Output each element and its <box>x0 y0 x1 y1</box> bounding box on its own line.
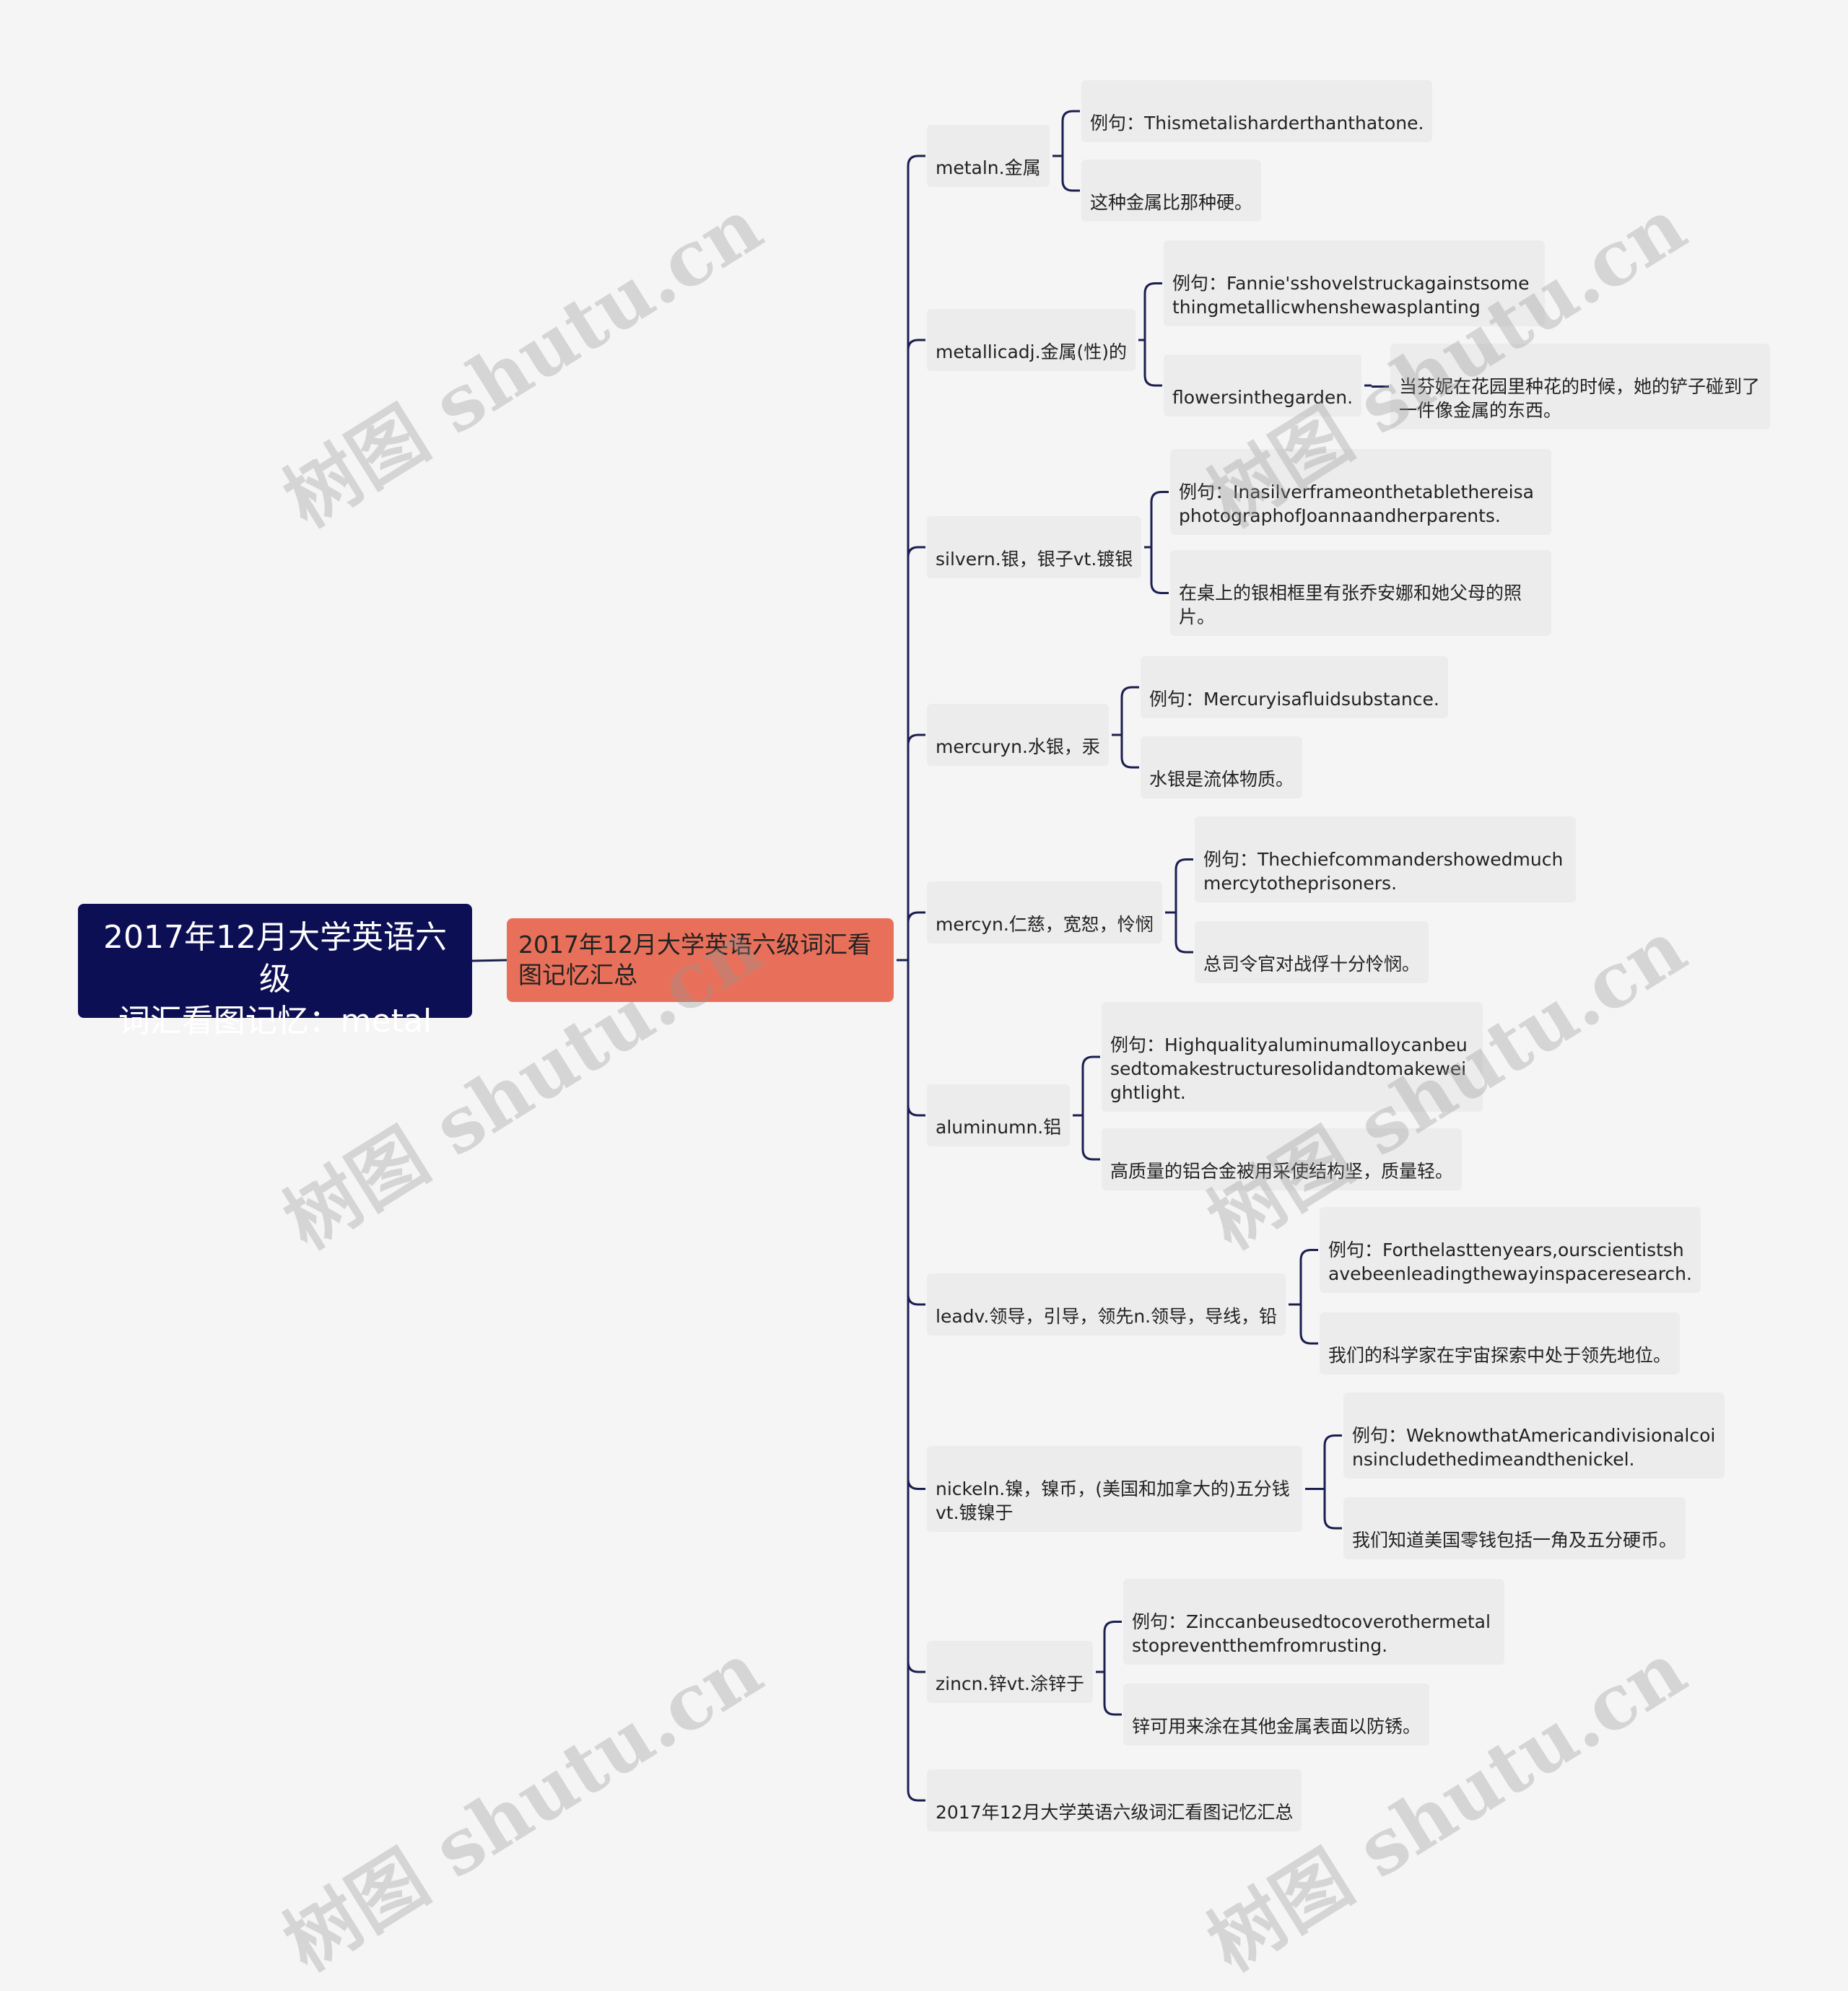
translation-mercury[interactable]: 水银是流体物质。 <box>1141 736 1303 798</box>
translation-aluminum[interactable]: 高质量的铝合金被用采使结构坚，质量轻。 <box>1102 1128 1463 1190</box>
translation-mercy[interactable]: 总司令官对战俘十分怜悯。 <box>1195 921 1429 983</box>
example-metallic-cont[interactable]: flowersinthegarden. <box>1164 354 1362 417</box>
connector-line <box>1150 547 1169 594</box>
word-node-mercury[interactable]: mercuryn.水银，汞 <box>927 704 1109 766</box>
connector-line <box>907 960 925 1117</box>
connector-line <box>1081 1055 1100 1115</box>
example-text: 例句：Fannie'sshovelstruckagainstsomethingm… <box>1172 273 1530 318</box>
translation-metal[interactable]: 这种金属比那种硬。 <box>1081 160 1262 222</box>
word-label: aluminumn.铝 <box>936 1117 1062 1138</box>
example-mercury[interactable]: 例句：Mercuryisafluidsubstance. <box>1141 656 1448 718</box>
connector-line <box>1299 1249 1318 1304</box>
word-label: metaln.金属 <box>936 157 1041 178</box>
connector-line <box>1061 156 1080 192</box>
connector-line <box>1299 1304 1318 1345</box>
translation-text: 这种金属比那种硬。 <box>1090 192 1253 213</box>
word-label: leadv.领导，引导，领先n.领导，导线，铅 <box>936 1306 1278 1327</box>
word-label: mercyn.仁慈，宽恕，怜悯 <box>936 914 1154 935</box>
connector-line <box>1150 491 1169 547</box>
example-text: 例句：Zinccanbeusedtocoverothermetalstoprev… <box>1132 1611 1491 1656</box>
connector-line <box>907 911 925 960</box>
translation-text: 我们知道美国零钱包括一角及五分硬币。 <box>1352 1530 1678 1551</box>
word-node-nickel[interactable]: nickeln.镍，镍币，(美国和加拿大的)五分钱vt.镀镍于 <box>927 1446 1302 1532</box>
subtopic-label: 2017年12月大学英语六级词汇看图记忆汇总 <box>518 931 871 989</box>
example-text: 例句：Forthelasttenyears,ourscientistshaveb… <box>1328 1240 1692 1284</box>
example-text: flowersinthegarden. <box>1172 387 1354 408</box>
example-lead[interactable]: 例句：Forthelasttenyears,ourscientistshaveb… <box>1320 1207 1701 1293</box>
connector-line <box>907 546 925 960</box>
example-metal[interactable]: 例句：Thismetalisharderthanthatone. <box>1081 80 1433 142</box>
word-node-metallic[interactable]: metallicadj.金属(性)的 <box>927 309 1136 371</box>
translation-text: 锌可用来涂在其他金属表面以防锈。 <box>1132 1716 1421 1737</box>
connector-line <box>907 154 925 960</box>
example-text: 例句：Inasilverframeonthetablethereisaphoto… <box>1179 482 1534 526</box>
translation-text: 水银是流体物质。 <box>1149 769 1294 790</box>
translation-lead[interactable]: 我们的科学家在宇宙探索中处于领先地位。 <box>1320 1312 1681 1374</box>
example-metallic[interactable]: 例句：Fannie'sshovelstruckagainstsomethingm… <box>1164 240 1545 326</box>
example-zinc[interactable]: 例句：Zinccanbeusedtocoverothermetalstoprev… <box>1123 1579 1504 1665</box>
word-node-zinc[interactable]: zincn.锌vt.涂锌于 <box>927 1641 1093 1703</box>
translation-text: 我们的科学家在宇宙探索中处于领先地位。 <box>1328 1345 1672 1366</box>
example-text: 例句：Thechiefcommandershowedmuch mercytoth… <box>1203 849 1564 894</box>
word-node-aluminum[interactable]: aluminumn.铝 <box>927 1084 1071 1146</box>
connector-line <box>1323 1489 1342 1530</box>
root-topic[interactable]: 2017年12月大学英语六级 词汇看图记忆：metal <box>78 904 472 1040</box>
word-label: metallicadj.金属(性)的 <box>936 341 1128 362</box>
word-node-mercy[interactable]: mercyn.仁慈，宽恕，怜悯 <box>927 881 1162 944</box>
translation-metallic[interactable]: 当芬妮在花园里种花的时候，她的铲子碰到了一件像金属的东西。 <box>1390 344 1770 430</box>
translation-zinc[interactable]: 锌可用来涂在其他金属表面以防锈。 <box>1123 1683 1430 1746</box>
word-label: 2017年12月大学英语六级词汇看图记忆汇总 <box>936 1802 1294 1823</box>
word-node-metal[interactable]: metaln.金属 <box>927 125 1050 187</box>
word-node-lead[interactable]: leadv.领导，引导，领先n.领导，导线，铅 <box>927 1273 1286 1336</box>
translation-silver[interactable]: 在桌上的银相框里有张乔安娜和她父母的照片。 <box>1170 550 1551 636</box>
subtopic-summary[interactable]: 2017年12月大学英语六级词汇看图记忆汇总 <box>507 918 894 1002</box>
connector-line <box>907 960 925 1802</box>
example-aluminum[interactable]: 例句：Highqualityaluminumalloycanbeusedtoma… <box>1102 1002 1483 1112</box>
connector-line <box>1061 110 1080 156</box>
translation-nickel[interactable]: 我们知道美国零钱包括一角及五分硬币。 <box>1343 1497 1686 1559</box>
connector-line <box>1120 686 1139 735</box>
word-label: silvern.银，银子vt.镀银 <box>936 549 1133 570</box>
translation-text: 当芬妮在花园里种花的时候，她的铲子碰到了一件像金属的东西。 <box>1399 376 1761 421</box>
translation-text: 高质量的铝合金被用采使结构坚，质量轻。 <box>1110 1161 1454 1182</box>
example-text: 例句：Highqualityaluminumalloycanbeusedtoma… <box>1110 1034 1468 1103</box>
connector-line <box>1174 912 1193 954</box>
connector-line <box>1081 1115 1100 1161</box>
mind-map-canvas: 2017年12月大学英语六级 词汇看图记忆：metal 2017年12月大学英语… <box>78 80 1770 1988</box>
connector-line <box>1103 1621 1122 1672</box>
example-text: 例句：Mercuryisafluidsubstance. <box>1149 689 1439 710</box>
connector-line <box>1120 735 1139 769</box>
translation-text: 在桌上的银相框里有张乔安娜和她父母的照片。 <box>1179 583 1522 627</box>
connector-line <box>1143 340 1162 387</box>
connector-lines <box>471 110 1389 1802</box>
word-label: mercuryn.水银，汞 <box>936 736 1100 757</box>
root-topic-label: 2017年12月大学英语六级 词汇看图记忆：metal <box>103 919 447 1040</box>
example-mercy[interactable]: 例句：Thechiefcommandershowedmuch mercytoth… <box>1195 816 1576 902</box>
example-silver[interactable]: 例句：Inasilverframeonthetablethereisaphoto… <box>1170 449 1551 535</box>
example-text: 例句：WeknowthatAmericandivisionalcoinsincl… <box>1352 1425 1716 1470</box>
word-label: nickeln.镍，镍币，(美国和加拿大的)五分钱vt.镀镍于 <box>936 1478 1290 1523</box>
connector-line <box>1323 1434 1342 1489</box>
word-node-summary[interactable]: 2017年12月大学英语六级词汇看图记忆汇总 <box>927 1769 1302 1831</box>
connector-line <box>1143 282 1162 340</box>
word-node-silver[interactable]: silvern.银，银子vt.镀银 <box>927 516 1142 578</box>
connector-line <box>907 960 925 1673</box>
connector-line <box>1103 1672 1122 1716</box>
connector-line <box>1174 858 1193 912</box>
example-nickel[interactable]: 例句：WeknowthatAmericandivisionalcoinsincl… <box>1343 1393 1725 1478</box>
translation-text: 总司令官对战俘十分怜悯。 <box>1203 954 1421 975</box>
connector-line <box>907 339 925 960</box>
connector-line <box>907 733 925 960</box>
connector-line <box>471 959 507 962</box>
connector-line <box>907 960 925 1306</box>
word-label: zincn.锌vt.涂锌于 <box>936 1673 1084 1694</box>
connector-line <box>907 960 925 1490</box>
example-text: 例句：Thismetalisharderthanthatone. <box>1090 113 1424 134</box>
